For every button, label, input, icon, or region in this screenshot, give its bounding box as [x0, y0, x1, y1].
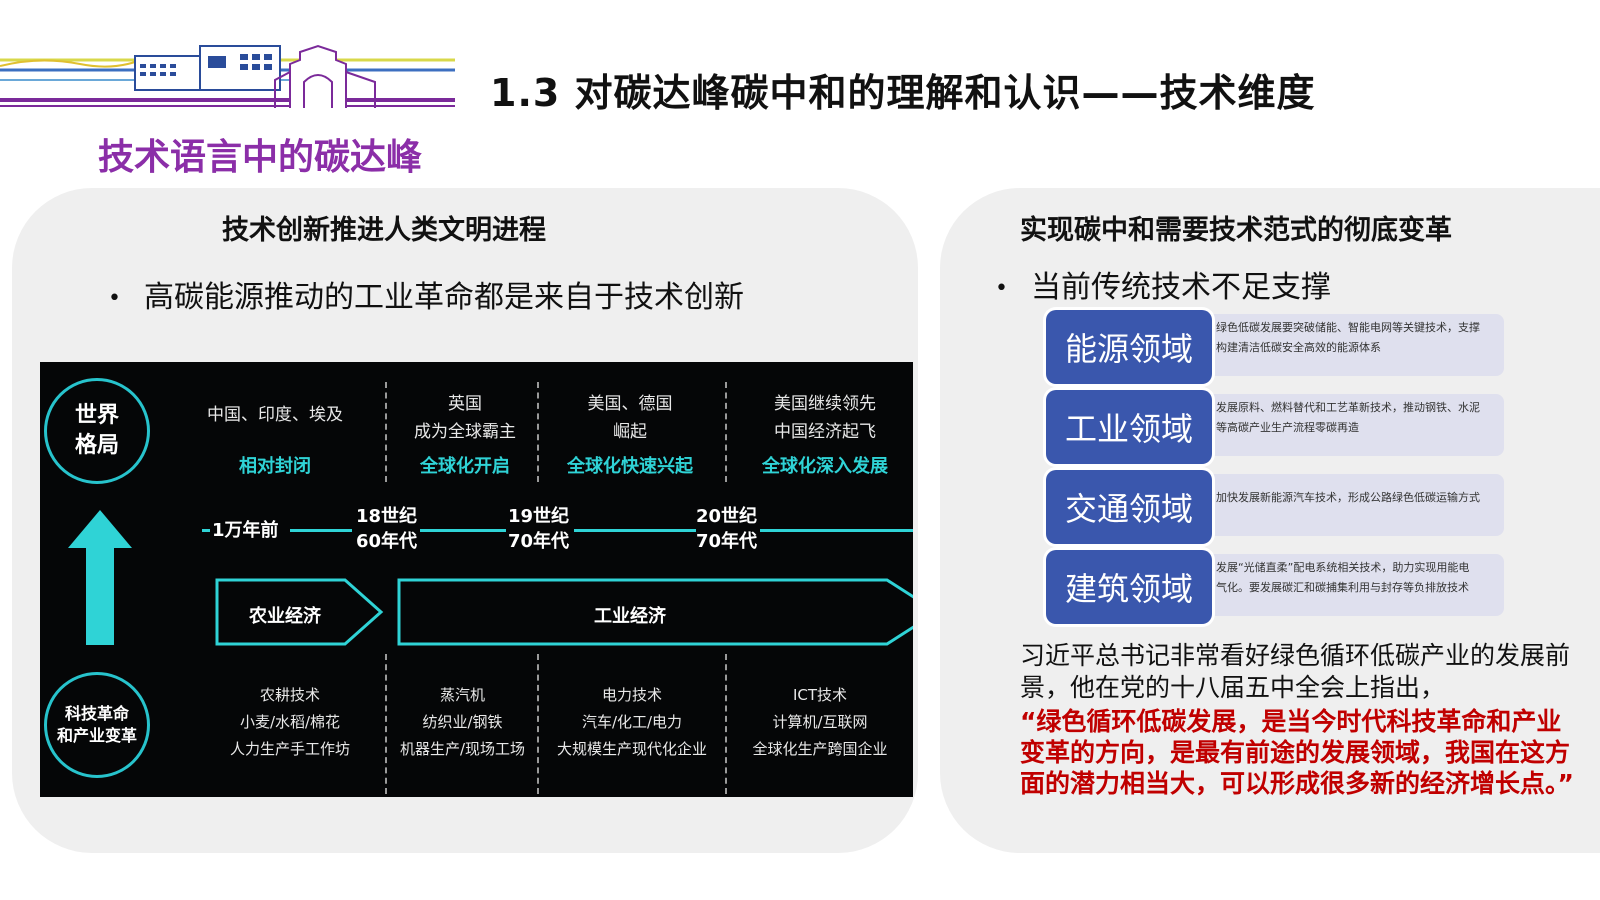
page-title: 1.3 对碳达峰碳中和的理解和认识——技术维度 — [490, 71, 1316, 115]
timeline-label: 18世纪 60年代 — [356, 504, 417, 554]
domain-description: • 加快发展新能源汽车技术，形成公路绿色低碳运输方式 — [1196, 474, 1504, 536]
timeline-label-line: 70年代 — [508, 531, 570, 553]
domain-description: • 发展“光储直柔”配电系统相关技术，助力实现用能电 气化。要发展碳汇和碳捕集利… — [1196, 554, 1504, 616]
domain-description: • 绿色低碳发展要突破储能、智能电网等关键技术，支撑 构建清洁低碳安全高效的能源… — [1196, 314, 1504, 376]
industrial-economy-arrow-icon — [397, 578, 913, 646]
era-divider — [725, 654, 727, 794]
era-description: 中国、印度、埃及 — [207, 405, 343, 425]
era-divider — [537, 654, 539, 794]
timeline-label-line: 18世纪 — [356, 506, 418, 527]
technology-line: 机器生产/现场工场 — [399, 740, 526, 758]
timeline-label-line: 19世纪 — [508, 506, 570, 527]
era-highlight: 全球化开启 — [420, 456, 510, 477]
technology-line: 计算机/互联网 — [772, 713, 868, 731]
tech-circle: 科技革命和产业变革 — [44, 672, 150, 778]
quote-intro: 习近平总书记非常看好绿色循环低碳产业的发展前景，他在党的十八届五中全会上指出， — [1020, 641, 1571, 702]
timeline-label-line: 60年代 — [356, 531, 418, 553]
timeline-label: 19世纪 70年代 — [508, 504, 569, 554]
world-circle: 世界格局 — [44, 378, 150, 484]
era-description: 英国 成为全球霸主 — [395, 390, 535, 446]
timeline-line — [290, 529, 352, 532]
era-highlight: 全球化快速兴起 — [567, 456, 693, 477]
technology-column: 蒸汽机 纺织业/钢铁 机器生产/现场工场 — [390, 682, 535, 763]
era-line: 英国 — [448, 394, 482, 414]
left-bullet-text: 高碳能源推动的工业革命都是来自于技术创新 — [144, 280, 744, 315]
tech-circle-line: 科技革命 — [64, 704, 129, 724]
domain-description-line: • 加快发展新能源汽车技术，形成公路绿色低碳运输方式 — [1206, 491, 1480, 504]
technology-line: 大规模生产现代化企业 — [556, 740, 707, 758]
bullet-dot-icon: • — [108, 286, 121, 311]
timeline-line — [760, 529, 913, 532]
era-divider — [385, 382, 387, 482]
era-description: 美国继续领先 中国经济起飞 — [740, 390, 910, 446]
domain-row-industry: • 发展原料、燃料替代和工艺革新技术，推动钢铁、水泥 等高碳产业生产流程零碳再造… — [1046, 390, 1516, 464]
tech-circle-line: 和产业变革 — [56, 726, 137, 745]
domain-description-line: 气化。要发展碳汇和碳捕集利用与封存等负排放技术 — [1216, 581, 1469, 594]
technology-line: ICT技术 — [792, 686, 848, 704]
industrial-economy-label: 工业经济 — [594, 606, 666, 627]
technology-line: 人力生产手工作坊 — [229, 740, 350, 758]
timeline-label: 1万年前 — [212, 520, 279, 541]
domain-row-building: • 发展“光储直柔”配电系统相关技术，助力实现用能电 气化。要发展碳汇和碳捕集利… — [1046, 550, 1516, 624]
era-divider — [385, 654, 387, 794]
campus-logo-icon — [0, 44, 455, 108]
technology-line: 蒸汽机 — [439, 686, 485, 704]
era-line: 成为全球霸主 — [414, 422, 516, 442]
domain-label: 建筑领域 — [1046, 550, 1212, 624]
timeline-line — [574, 529, 696, 532]
era-divider — [725, 382, 727, 482]
timeline-label-line: 70年代 — [696, 531, 758, 553]
technology-line: 小麦/水稻/棉花 — [239, 713, 341, 731]
era-line: 美国继续领先 — [774, 394, 876, 414]
domain-description-line: 构建清洁低碳安全高效的能源体系 — [1216, 341, 1381, 354]
era-line: 中国经济起飞 — [774, 422, 876, 442]
right-panel-heading: 实现碳中和需要技术范式的彻底变革 — [1020, 215, 1452, 246]
world-circle-line: 世界 — [74, 403, 119, 429]
domain-label: 交通领域 — [1046, 470, 1212, 544]
up-arrow-icon — [68, 510, 132, 645]
domain-label: 工业领域 — [1046, 390, 1212, 464]
timeline-line — [202, 529, 210, 532]
era-line: 美国、德国 — [587, 394, 673, 414]
era-divider — [537, 382, 539, 482]
technology-line: 电力技术 — [601, 686, 662, 704]
agricultural-economy-arrow-icon — [215, 578, 384, 646]
technology-line: 汽车/化工/电力 — [581, 713, 683, 731]
civilization-infographic: 世界格局 科技革命和产业变革 中国、印度、埃及 相对封闭 英国 成为全球霸主 全… — [40, 362, 913, 797]
era-description: 美国、德国 崛起 — [550, 390, 710, 446]
technology-line: 全球化生产跨国企业 — [752, 740, 888, 758]
domain-row-energy: • 绿色低碳发展要突破储能、智能电网等关键技术，支撑 构建清洁低碳安全高效的能源… — [1046, 310, 1516, 384]
left-bullet: • 高碳能源推动的工业革命都是来自于技术创新 — [108, 272, 744, 316]
quote-highlight: “绿色循环低碳发展，是当今时代科技革命和产业变革的方向，是最有前途的发展领域，我… — [1020, 707, 1574, 798]
right-bullet: • 当前传统技术不足支撑 — [995, 262, 1331, 306]
technology-line: 纺织业/钢铁 — [422, 713, 503, 731]
domain-row-transport: • 加快发展新能源汽车技术，形成公路绿色低碳运输方式 交通领域 — [1046, 470, 1516, 544]
left-panel-heading: 技术创新推进人类文明进程 — [222, 215, 546, 246]
era-line: 崛起 — [613, 422, 647, 442]
era-highlight: 全球化深入发展 — [762, 456, 888, 477]
technology-column: ICT技术 计算机/互联网 全球化生产跨国企业 — [730, 682, 910, 763]
technology-column: 农耕技术 小麦/水稻/棉花 人力生产手工作坊 — [200, 682, 380, 763]
domain-description-line: 等高碳产业生产流程零碳再造 — [1216, 421, 1359, 434]
bullet-dot-icon: • — [995, 276, 1008, 301]
timeline-label-line: 20世纪 — [696, 506, 758, 527]
era-highlight: 相对封闭 — [239, 456, 311, 477]
domain-description-line: • 发展原料、燃料替代和工艺革新技术，推动钢铁、水泥 — [1206, 401, 1480, 414]
domain-description-line: • 绿色低碳发展要突破储能、智能电网等关键技术，支撑 — [1206, 321, 1480, 334]
technology-line: 农耕技术 — [259, 686, 320, 704]
domain-description-line: • 发展“光储直柔”配电系统相关技术，助力实现用能电 — [1206, 561, 1470, 574]
section-subtitle: 技术语言中的碳达峰 — [98, 137, 423, 178]
timeline-line — [420, 529, 506, 532]
world-circle-line: 格局 — [74, 433, 119, 458]
domain-label: 能源领域 — [1046, 310, 1212, 384]
right-bullet-text: 当前传统技术不足支撑 — [1031, 270, 1331, 305]
technology-column: 电力技术 汽车/化工/电力 大规模生产现代化企业 — [542, 682, 722, 763]
timeline-label: 20世纪 70年代 — [696, 504, 757, 554]
domain-description: • 发展原料、燃料替代和工艺革新技术，推动钢铁、水泥 等高碳产业生产流程零碳再造 — [1196, 394, 1504, 456]
agricultural-economy-label: 农业经济 — [249, 606, 321, 627]
